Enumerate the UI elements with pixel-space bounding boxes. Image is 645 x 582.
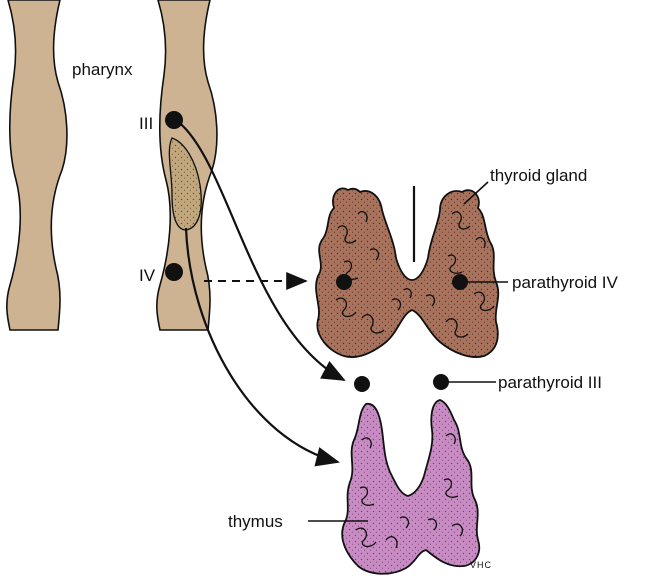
label-thymus: thymus [228, 512, 283, 531]
thyroid-gland-illustration [316, 186, 498, 357]
parathyroid-iv-left-dot [336, 274, 352, 290]
thymus-illustration [342, 400, 479, 574]
pouch-iv-dot [165, 263, 183, 281]
arrow-thymus-migration [186, 228, 338, 462]
label-pouch-iv: IV [139, 266, 156, 285]
artist-signature: VHC [470, 560, 492, 570]
label-thyroid-gland: thyroid gland [490, 166, 587, 185]
label-pharynx: pharynx [72, 60, 133, 79]
pouch-iii-dot [165, 111, 183, 129]
label-pouch-iii: III [139, 114, 153, 133]
pharynx-left-tube [7, 0, 67, 330]
label-parathyroid-iii: parathyroid III [498, 373, 602, 392]
label-parathyroid-iv: parathyroid IV [512, 273, 618, 292]
parathyroid-iii-left-dot [354, 376, 370, 392]
